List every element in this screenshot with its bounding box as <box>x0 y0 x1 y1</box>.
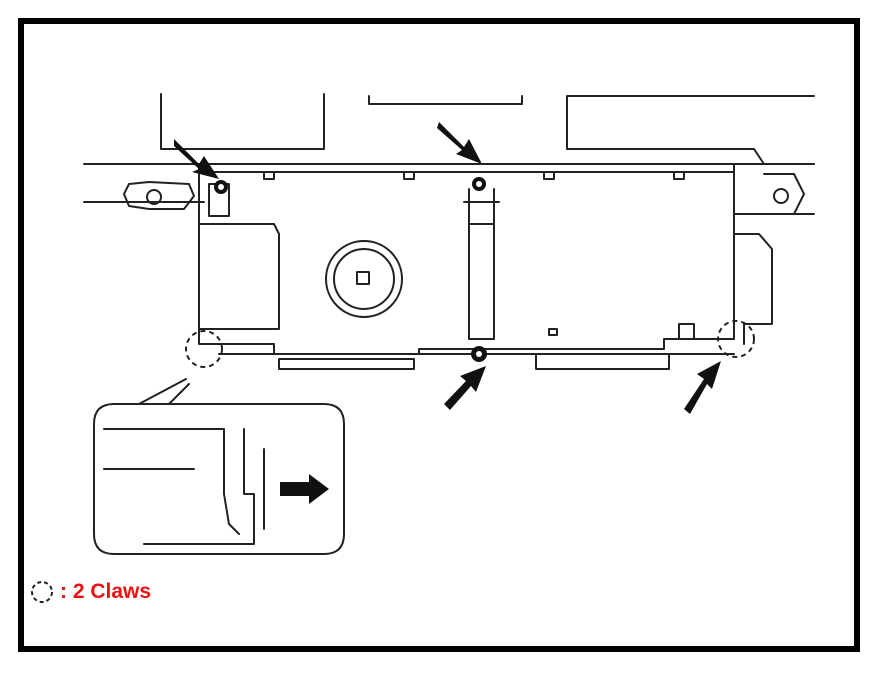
claw-marker-right <box>717 320 755 358</box>
diagram-frame <box>18 18 860 652</box>
callout-pointer <box>138 378 190 405</box>
left-rail-hole <box>146 189 162 205</box>
screw-group <box>214 177 487 362</box>
callout-rail-top <box>103 428 225 495</box>
center-bracket <box>463 188 500 340</box>
right-side-clip <box>733 233 773 345</box>
bottom-right-strip <box>535 353 670 370</box>
upper-center-housing <box>368 95 523 105</box>
callout-frame <box>93 403 345 555</box>
main-plate <box>198 163 735 355</box>
upper-left-housing <box>160 93 325 150</box>
right-rail-hole <box>773 188 789 204</box>
dashed-circle-claw-icon <box>31 581 53 603</box>
upper-right-housing <box>566 95 815 165</box>
legend-text: : 2 Claws <box>60 580 152 603</box>
bottom-left-strip <box>278 358 415 370</box>
small-square <box>548 328 558 336</box>
small-right-tab <box>678 323 695 340</box>
arrow-callout <box>280 474 329 504</box>
arrow-top-center <box>437 122 482 164</box>
right-rail <box>733 163 815 215</box>
claw-marker-left <box>185 330 223 368</box>
arrow-group <box>174 122 721 504</box>
speaker-outer <box>325 240 403 318</box>
left-rail <box>83 163 205 210</box>
arrow-bottom-right <box>684 361 721 414</box>
legend: : 2 Claws <box>30 572 151 612</box>
left-sub-bracket <box>198 223 280 330</box>
speaker-inner <box>333 248 395 310</box>
arrow-bottom-center <box>444 366 486 410</box>
plate-top-notches <box>263 171 685 180</box>
speaker-center <box>356 271 370 285</box>
arrow-top-left <box>174 139 219 179</box>
callout-claw <box>143 428 265 545</box>
component-removal-diagram <box>83 93 815 555</box>
